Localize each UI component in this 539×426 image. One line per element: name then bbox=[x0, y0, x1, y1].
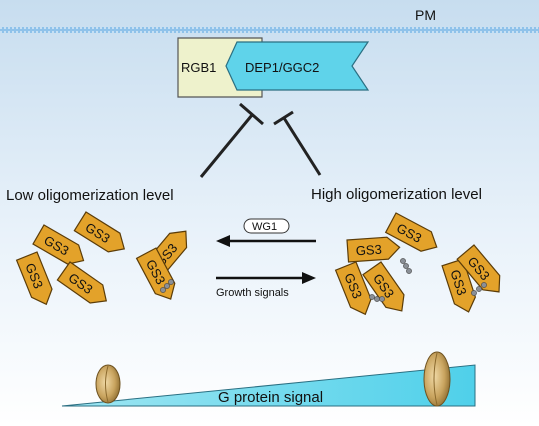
g-protein-signal-label: G protein signal bbox=[218, 389, 323, 406]
dep1-label: DEP1/GGC2 bbox=[245, 60, 319, 75]
growth-signals-label: Growth signals bbox=[216, 287, 289, 299]
inhibition-bar-low bbox=[239, 102, 264, 126]
phospho-dots-low bbox=[160, 279, 174, 293]
g-protein-signal-gradient: G protein signal bbox=[61, 364, 476, 407]
growth-arrow-head bbox=[302, 272, 316, 284]
svg-text:GS3: GS3 bbox=[355, 242, 382, 259]
membrane-label: PM bbox=[415, 7, 436, 23]
inhibition-line-high bbox=[282, 117, 322, 176]
wg1-badge bbox=[243, 218, 290, 234]
inhibition-bar-high bbox=[273, 110, 294, 126]
grain-large-icon bbox=[423, 351, 451, 407]
transition-arrows: WG1 Growth signals bbox=[216, 218, 316, 299]
gs3-high-5: GS3 bbox=[441, 258, 480, 316]
gs3-low-3: GS3 bbox=[16, 251, 58, 310]
gs3-high-3: GS3 bbox=[335, 261, 377, 320]
low-oligomerization-label: Low oligomerization level bbox=[6, 187, 174, 204]
rgb1-label: RGB1 bbox=[181, 60, 216, 75]
rgb1-dep1-complex: RGB1 DEP1/GGC2 bbox=[177, 37, 370, 98]
phospho-dots-high bbox=[369, 258, 487, 302]
wg1-arrow-head bbox=[216, 235, 230, 247]
gs3-high-2: GS3 bbox=[346, 235, 402, 263]
inhibition-line-low bbox=[199, 114, 254, 178]
high-oligomerization-label: High oligomerization level bbox=[311, 186, 482, 203]
dep1-shape bbox=[225, 41, 370, 91]
plasma-membrane bbox=[0, 27, 539, 33]
gs3-group-high: GS3 GS3 GS3 GS3 GS3 GS3 bbox=[335, 212, 509, 320]
grain-small-icon bbox=[95, 364, 121, 404]
inhibition-arrows bbox=[199, 102, 322, 178]
wg1-label: WG1 bbox=[252, 221, 277, 233]
signal-wedge bbox=[61, 364, 476, 407]
